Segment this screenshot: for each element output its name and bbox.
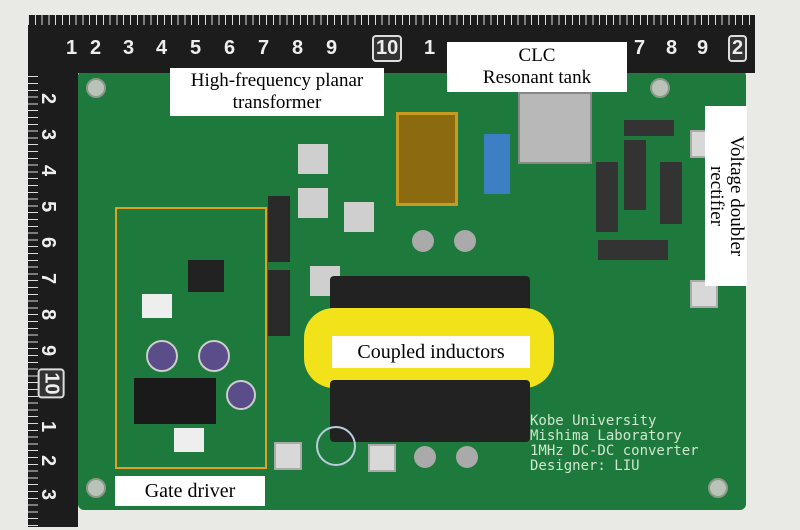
mosfet: [268, 270, 290, 336]
ruler-tick-label: 1: [37, 420, 60, 433]
ruler-top: 1 2 3 4 5 6 7 8 9 10 1 7 8 9 2: [28, 15, 755, 73]
silkscreen-text: Kobe University Mishima Laboratory 1MHz …: [530, 414, 699, 474]
silkscreen-line: Mishima Laboratory: [530, 428, 682, 444]
ruler-tick-label: 2: [37, 454, 60, 467]
ruler-tick-label: 10: [37, 368, 65, 399]
label-gate-driver: Gate driver: [115, 476, 265, 506]
resonant-capacitor: [484, 134, 510, 194]
ruler-tick-label: 9: [697, 37, 709, 59]
ruler-tick-label: 6: [37, 236, 60, 249]
ruler-tick-label: 8: [37, 308, 60, 321]
label-coupled-inductors: Coupled inductors: [332, 336, 530, 368]
mounting-hole: [86, 78, 106, 98]
silkscreen-line: Kobe University: [530, 413, 657, 429]
pad: [344, 202, 374, 232]
ruler-left: 2 3 4 5 6 7 8 9 10 1 2 3: [28, 15, 78, 527]
ruler-tick-label: 1: [66, 37, 78, 59]
terminal-post: [454, 230, 476, 252]
planar-transformer: [396, 112, 458, 206]
ruler-tick-label: 5: [37, 200, 60, 213]
ruler-tick-label: 3: [37, 128, 60, 141]
silkscreen-line: 1MHz DC-DC converter: [530, 443, 699, 459]
gate-driver-highlight: [115, 207, 267, 469]
ruler-tick-label: 2: [37, 92, 60, 105]
mosfet: [268, 196, 290, 262]
ruler-tick-label: 10: [372, 35, 403, 62]
pad: [298, 144, 328, 174]
electrolytic-capacitor: [146, 340, 178, 372]
mounting-hole: [650, 78, 670, 98]
ruler-tick-label: 3: [37, 488, 60, 501]
inductor-core-bottom: [330, 380, 530, 442]
ruler-tick-label: 9: [326, 37, 338, 59]
ruler-tick-label: 7: [634, 37, 646, 59]
terminal-post: [412, 230, 434, 252]
mounting-hole: [86, 478, 106, 498]
label-line: Resonant tank: [482, 67, 592, 88]
terminal-post: [456, 446, 478, 468]
resonant-inductor: [518, 92, 592, 164]
ruler-tick-label: 7: [258, 37, 270, 59]
ruler-tick-label: 8: [292, 37, 304, 59]
label-transformer: High-frequency planar transformer: [170, 68, 384, 116]
ruler-tick-label: 2: [728, 35, 748, 62]
label-rectifier: Voltage doubler rectifier: [705, 106, 747, 286]
rectifier-capacitor: [598, 240, 668, 260]
ruler-tick-label: 4: [37, 164, 60, 177]
silkscreen-line: Designer: LIU: [530, 458, 640, 474]
ruler-tick-label: 6: [224, 37, 236, 59]
rectifier-diode: [624, 120, 674, 136]
terminal-post: [414, 446, 436, 468]
driver-ic: [188, 260, 224, 292]
rectifier-capacitor: [660, 162, 682, 224]
pcb-board: Kobe University Mishima Laboratory 1MHz …: [78, 70, 746, 510]
input-terminal: [368, 444, 396, 472]
pad: [298, 188, 328, 218]
connector: [174, 428, 204, 452]
rectifier-diode: [624, 140, 646, 210]
label-line: CLC: [518, 45, 556, 66]
ruler-tick-label: 9: [37, 344, 60, 357]
ruler-tick-label: 2: [90, 37, 102, 59]
ruler-tick-label: 4: [156, 37, 168, 59]
ruler-tick-label: 5: [190, 37, 202, 59]
capacitor-outline: [316, 426, 356, 466]
ruler-tick-label: 3: [123, 37, 135, 59]
ruler-tick-label: 8: [666, 37, 678, 59]
ruler-tick-label: 1: [424, 37, 436, 59]
connector: [142, 294, 172, 318]
rectifier-diode: [596, 162, 618, 232]
label-resonant-tank: CLC Resonant tank: [447, 42, 627, 92]
ruler-tick-label: 7: [37, 272, 60, 285]
electrolytic-capacitor: [198, 340, 230, 372]
electrolytic-capacitor: [226, 380, 256, 410]
dc-dc-module: [134, 378, 216, 424]
input-terminal: [274, 442, 302, 470]
mounting-hole: [708, 478, 728, 498]
